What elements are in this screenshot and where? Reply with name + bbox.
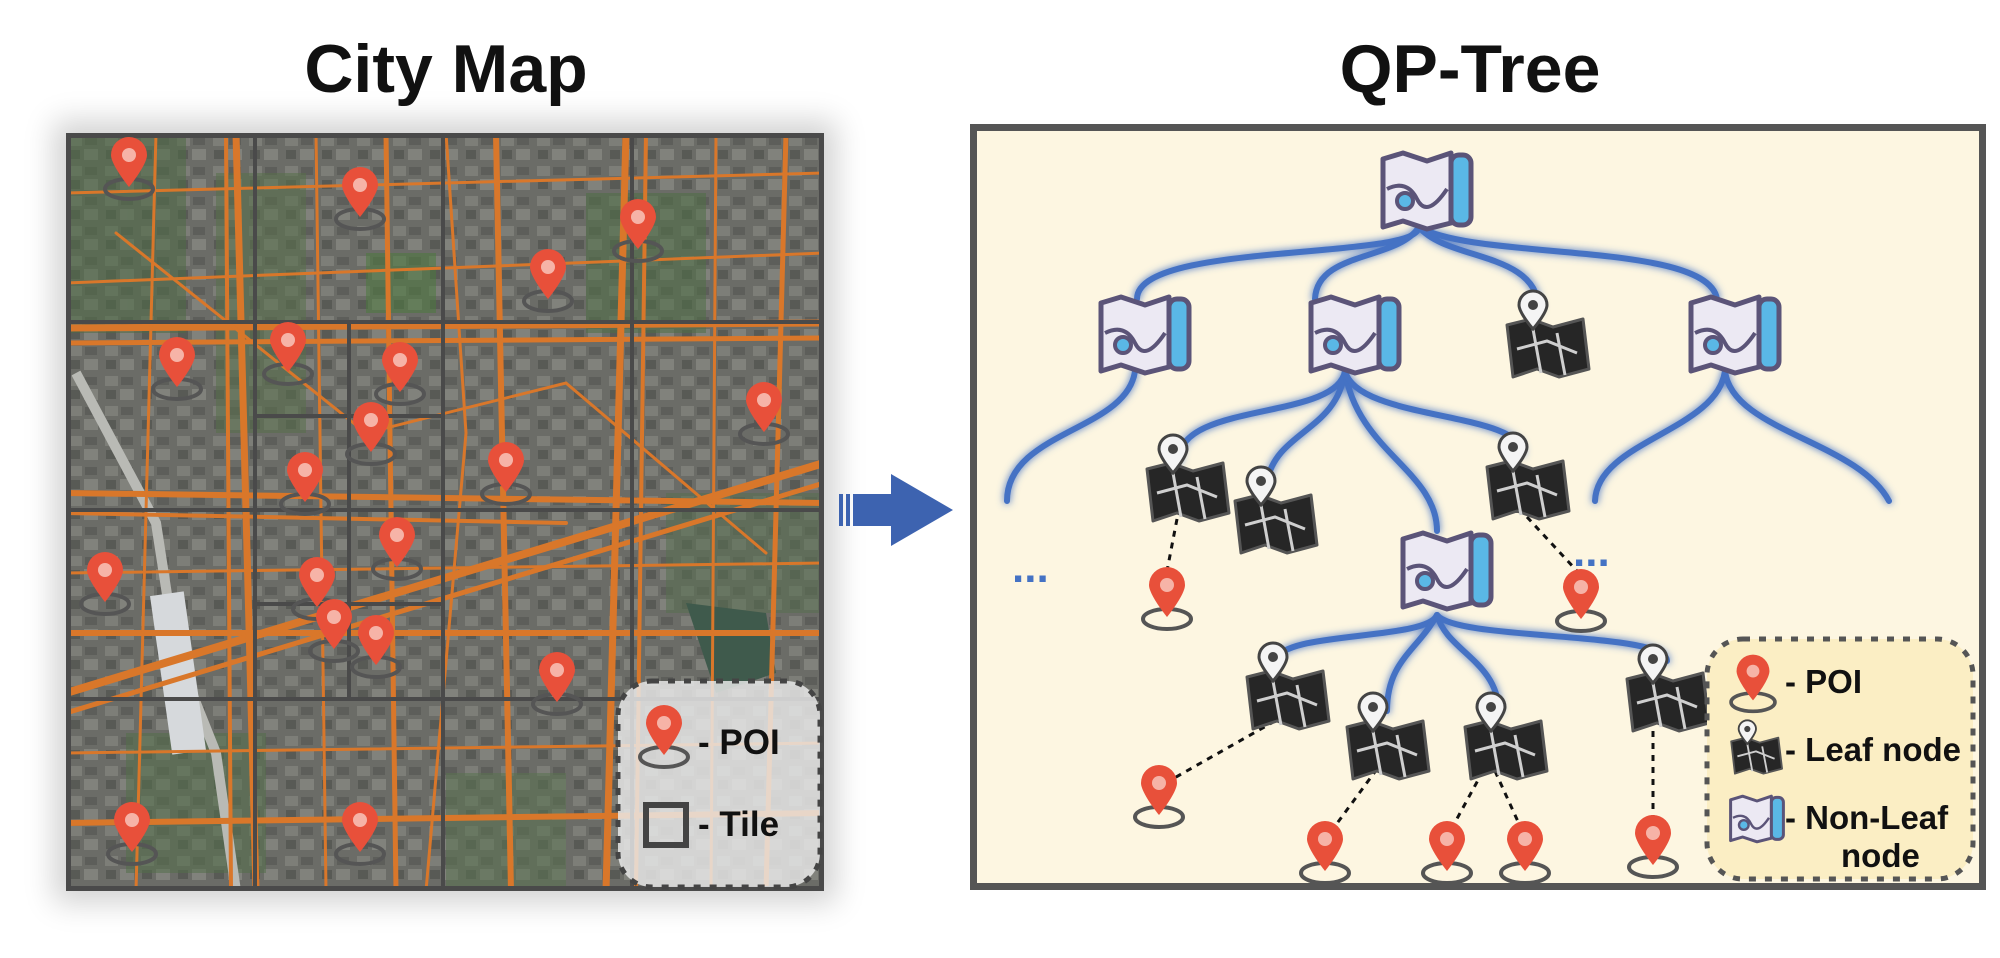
poi-marker: [1499, 819, 1551, 883]
city-legend-poi-label: - POI: [698, 723, 780, 762]
tree-legend: [1704, 636, 1976, 882]
leaf-node: [1145, 433, 1231, 523]
tree-legend-leaf-label: - Leaf node: [1785, 731, 1962, 768]
qp-tree-canvas: [1004, 131, 1976, 883]
right-arrow-icon: [839, 474, 953, 546]
city-map-title: City Map: [304, 31, 588, 107]
city-map-canvas: [66, 133, 824, 891]
poi-marker: [1299, 819, 1351, 883]
city-legend: [615, 678, 823, 890]
tree-legend-nonleaf-label-2: node: [1841, 837, 1920, 874]
leaf-node: [1245, 641, 1331, 731]
nonleaf-nodes: [1101, 153, 1779, 609]
poi-marker: [1141, 565, 1193, 631]
nonleaf-node: [1691, 297, 1779, 373]
city-map-panel: - POI - Tile: [66, 133, 824, 891]
tree-branches: [1004, 224, 1892, 714]
nonleaf-node: [1403, 533, 1491, 609]
nonleaf-node-root: [1383, 153, 1471, 229]
leaf-node: [1505, 289, 1591, 379]
tree-legend-poi-label: - POI: [1785, 663, 1863, 700]
leaf-node: [1463, 691, 1549, 781]
leaf-node: [1345, 691, 1431, 781]
water-body: [686, 603, 776, 693]
qp-tree-panel: ... ... - POI - Leaf node - Non-Leaf nod…: [970, 124, 1986, 890]
city-legend-tile-label: - Tile: [698, 805, 780, 844]
leaf-node: [1485, 431, 1571, 521]
poi-marker: [1421, 819, 1473, 883]
poi-marker: [1555, 567, 1607, 633]
tree-legend-nonleaf-label: - Non-Leaf: [1785, 799, 1949, 836]
qp-tree-title: QP-Tree: [1339, 31, 1601, 107]
poi-marker: [1627, 813, 1679, 879]
nonleaf-node: [1101, 297, 1189, 373]
leaf-poi-links: [1165, 515, 1655, 838]
nonleaf-node: [1311, 297, 1399, 373]
legend-nonleaf-icon: [1729, 794, 1785, 844]
tree-ellipsis-right: ...: [1573, 527, 1610, 576]
leaf-node: [1625, 643, 1711, 733]
leaf-node: [1233, 465, 1319, 555]
poi-marker: [1133, 763, 1185, 829]
legend-tile-icon: [643, 802, 689, 848]
tree-ellipsis-left: ...: [1012, 543, 1049, 592]
